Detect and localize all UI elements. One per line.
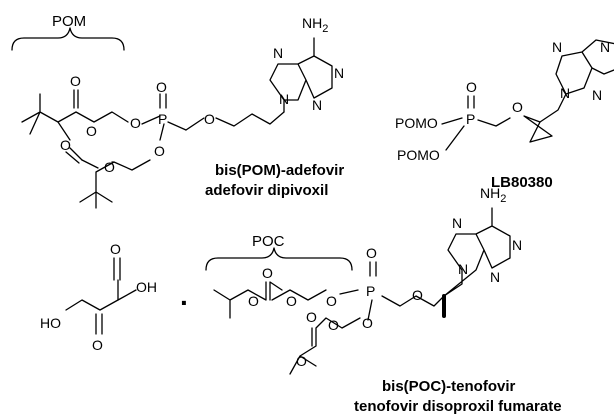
atom-o-carbonyl: O [70, 73, 81, 89]
pom-bracket-label: POM [52, 13, 86, 30]
caption-tenofovir-disoproxil-fumarate: tenofovir disoproxil fumarate [354, 398, 562, 415]
structure-lb80380: POMO POMO P O O N N N N [395, 39, 614, 163]
atom-o-poc-lower-ester: O [328, 317, 339, 333]
atom-nh2-t: NH2 [480, 185, 506, 205]
atom-n-1: N [334, 65, 344, 81]
caption-adefovir-dipivoxil: adefovir dipivoxil [205, 182, 328, 199]
atom-o-fum-bottom: O [92, 337, 103, 353]
atom-oh-fum: OH [136, 279, 157, 295]
pom-bracket [11, 27, 125, 51]
atom-o-poc-carbonyl: O [262, 265, 273, 281]
atom-n-3: N [312, 97, 322, 113]
atom-n-t-3: N [490, 269, 500, 285]
structure-fumaric-acid: O OH HO O [40, 241, 157, 353]
salt-dot: · [180, 287, 189, 318]
atom-p: P [158, 111, 167, 127]
atom-n-t-7: N [452, 215, 462, 231]
atom-ho-fum: HO [40, 315, 61, 331]
atom-pomo-lower: POMO [397, 147, 440, 163]
atom-n-7: N [273, 45, 283, 61]
atom-o-p-lower: O [154, 143, 165, 159]
atom-n-t-1: N [512, 237, 522, 253]
pivaloyl-group-upper [21, 89, 129, 141]
caption-bis-poc-tenofovir: bis(POC)-tenofovir [382, 378, 515, 395]
structure-bis-poc-tenofovir: POC O O O O O P O O O O O N N N N NH2 [205, 185, 522, 375]
poc-bracket [205, 247, 353, 271]
atom-o-lb-ether: O [512, 99, 523, 115]
caption-bis-pom-adefovir: bis(POM)-adefovir [215, 162, 344, 179]
atom-o-lb-phosphoryl: O [466, 79, 477, 95]
atom-n-9: N [279, 91, 289, 107]
atom-o-poc-ether: O [412, 287, 423, 303]
structure-bis-pom-adefovir: POM O O O O P O O O O N N N N NH2 [11, 13, 344, 209]
atom-o-poc-1: O [248, 293, 259, 309]
atom-nh2: NH2 [302, 15, 328, 35]
atom-p-lb: P [466, 111, 475, 127]
atom-o-poc-lower-carbonyl: O [306, 309, 317, 325]
atom-n-t-9: N [458, 261, 468, 277]
atom-n-lb-9: N [560, 85, 570, 101]
atom-n-lb-7: N [552, 39, 562, 55]
atom-o-ester-lower: O [104, 159, 115, 175]
atom-o-poc-lower: O [362, 315, 373, 331]
atom-o-poc-lower-link: O [296, 353, 307, 369]
atom-n-lb-1: N [600, 39, 610, 55]
atom-o-ester: O [86, 123, 97, 139]
atom-o-poc-2: O [286, 293, 297, 309]
atom-o-fum-top: O [110, 241, 121, 257]
atom-o-phosphoryl: O [156, 79, 167, 95]
atom-n-lb-3: N [592, 87, 602, 103]
atom-p-poc: P [366, 283, 375, 299]
caption-lb80380: LB80380 [491, 174, 553, 191]
atom-pomo-upper: POMO [395, 115, 438, 131]
atom-o-linker: O [130, 115, 141, 131]
poc-bracket-label: POC [252, 233, 285, 250]
atom-o-poc-phosphoryl: O [366, 245, 377, 261]
atom-o-carbonyl-lower: O [60, 137, 71, 153]
atom-o-ether: O [204, 111, 215, 127]
atom-o-poc-3: O [326, 293, 337, 309]
